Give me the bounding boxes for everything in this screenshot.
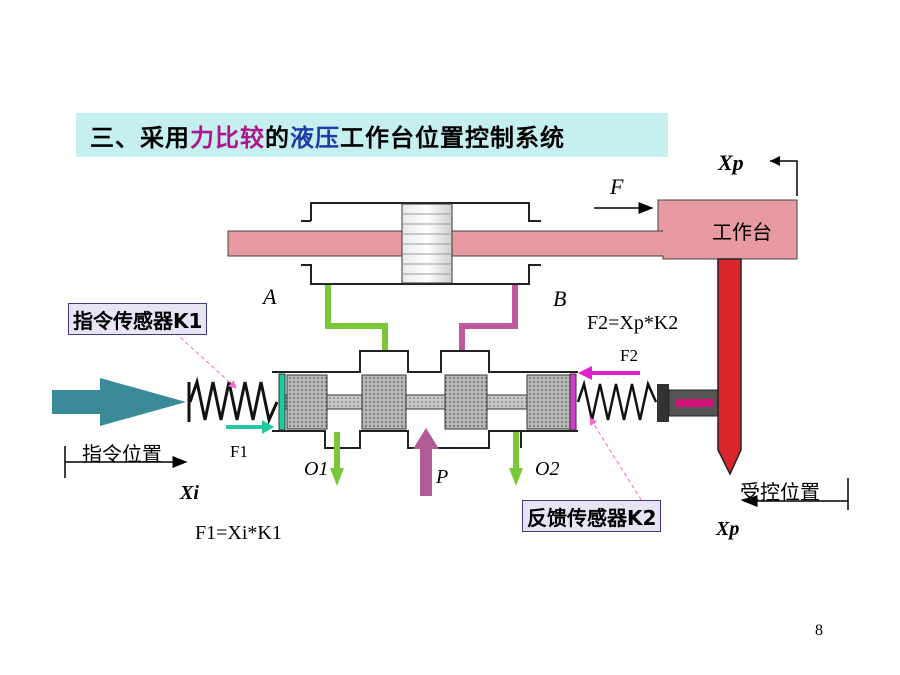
cmd-sensor-label: 指令传感器K1 — [68, 303, 208, 335]
xi-label: Xi — [180, 482, 199, 504]
ctrl-position-label: 受控位置 — [740, 480, 820, 504]
worktable-label: 工作台 — [712, 220, 772, 244]
title-part-3: 的 — [265, 123, 290, 152]
feedback-connector — [657, 384, 669, 422]
worktable — [657, 199, 798, 260]
o2-label: O2 — [535, 458, 560, 480]
spool-land-3 — [444, 374, 488, 430]
input-arrow — [52, 378, 186, 426]
pipe-a — [325, 285, 388, 351]
port-b-label: B — [553, 286, 567, 311]
cylinder-bottom-wall — [301, 264, 541, 285]
fb-sensor-label: 反馈传感器K2 — [522, 500, 662, 532]
spring-left — [188, 376, 279, 425]
title-part-1: 三、采用 — [90, 123, 190, 152]
spool-land-4 — [526, 374, 572, 430]
cmd-position-label: 指令位置 — [82, 442, 162, 466]
title-bar: 三、采用力比较的液压工作台位置控制系统 — [76, 113, 668, 157]
end-plate-right — [569, 373, 577, 431]
p-label: P — [436, 466, 449, 488]
cylinder-top-wall — [310, 202, 541, 222]
f2-equation: F2=Xp*K2 — [587, 312, 679, 334]
pipe-b — [459, 285, 518, 351]
title-part-4: 液压 — [290, 123, 340, 152]
end-plate-left — [278, 373, 286, 431]
port-a-label: A — [263, 284, 277, 309]
xp-top-indicator — [770, 160, 798, 196]
cmd-sensor-leader — [169, 327, 237, 389]
xp-top-label: Xp — [718, 150, 744, 175]
fb-sensor-leader — [589, 417, 646, 507]
feedback-rod — [717, 258, 742, 476]
title-part-2: 力比较 — [190, 123, 265, 152]
page-number: 8 — [815, 622, 823, 639]
valve-body-top — [272, 350, 578, 373]
spring-right — [576, 379, 658, 421]
spool-land-1 — [286, 374, 328, 430]
xp-bottom-label: Xp — [716, 518, 740, 540]
spool-land-2 — [361, 374, 407, 430]
p-arrow — [420, 446, 432, 496]
f1-equation: F1=Xi*K1 — [195, 522, 282, 544]
f1-label: F1 — [230, 442, 248, 461]
valve-body-bottom — [272, 430, 578, 449]
title-part-5: 工作台位置控制系统 — [340, 123, 565, 152]
f2-label: F2 — [620, 346, 638, 365]
force-f-label: F — [610, 174, 624, 199]
o1-label: O1 — [304, 458, 329, 480]
